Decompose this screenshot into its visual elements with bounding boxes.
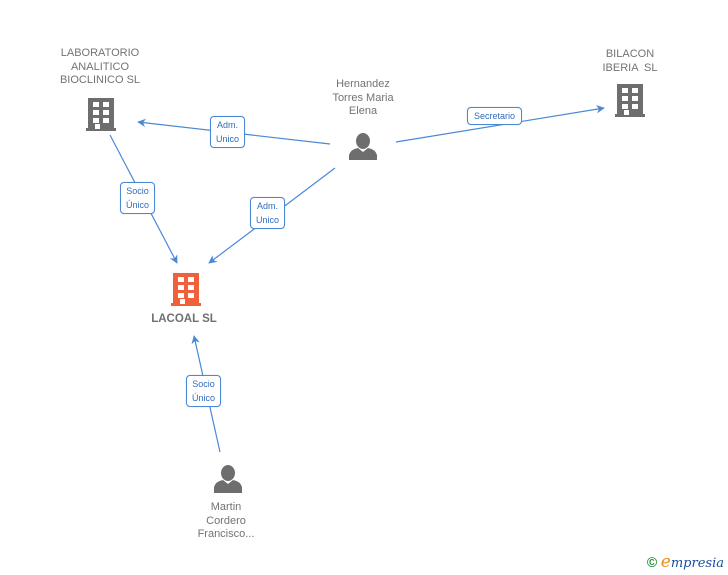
- edge-label-secretario[interactable]: Secretario: [467, 107, 523, 125]
- edge-label-socio-unico[interactable]: Socio Único: [120, 182, 156, 214]
- empresia-logo[interactable]: © empresia: [647, 552, 724, 572]
- node-label-bilacon[interactable]: BILACON IBERIA SL: [602, 48, 658, 74]
- node-label-martin[interactable]: Martin Cordero Francisco...: [197, 501, 255, 540]
- edge-hernandez-bilacon: [395, 105, 605, 143]
- node-label-laboratorio[interactable]: LABORATORIO ANALITICO BIOCLINICO SL: [59, 47, 141, 86]
- edge-label-socio-unico[interactable]: Socio Único: [186, 375, 222, 407]
- person-icon[interactable]: [349, 133, 377, 160]
- edge-label-adm-unico[interactable]: Adm. Unico: [210, 116, 246, 148]
- building-icon[interactable]: [615, 84, 645, 117]
- building-icon[interactable]: [86, 98, 116, 131]
- node-label-lacoal[interactable]: LACOAL SL: [151, 313, 217, 325]
- main-building-icon[interactable]: [171, 273, 201, 306]
- copyright-icon: ©: [646, 554, 658, 570]
- edge-label-adm-unico[interactable]: Adm. Unico: [250, 197, 286, 229]
- brand-name: empresia: [660, 552, 724, 572]
- person-icon[interactable]: [214, 465, 242, 493]
- node-label-hernandez[interactable]: Hernandez Torres Maria Elena: [332, 78, 394, 117]
